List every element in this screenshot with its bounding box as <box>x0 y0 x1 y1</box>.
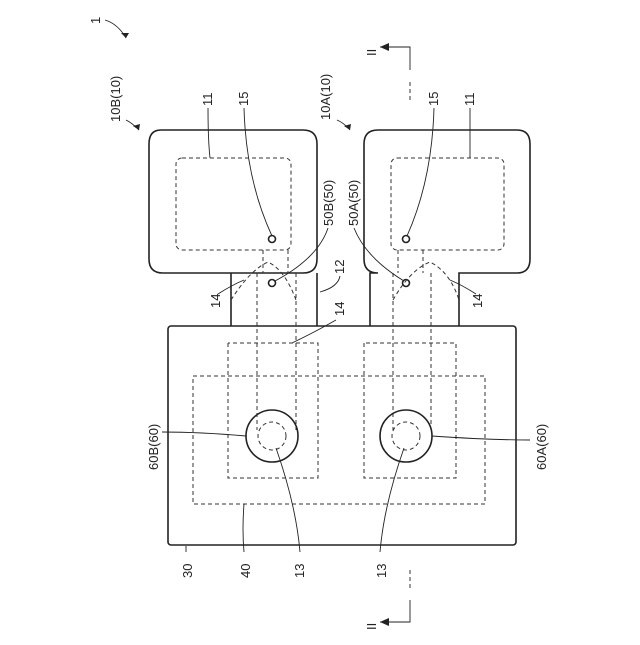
hole-15-right <box>403 236 410 243</box>
section-line-top <box>380 47 410 70</box>
frame-40 <box>193 376 485 504</box>
label-11-right: 11 <box>462 93 477 107</box>
terminal-60B <box>246 410 298 462</box>
leader-15-left <box>244 108 272 236</box>
label-40: 40 <box>238 564 253 578</box>
lead-inner-right <box>398 250 423 273</box>
leader-14-center <box>292 320 336 343</box>
hole-50B <box>269 280 276 287</box>
leader-13-right <box>380 448 404 552</box>
label-60B: 60B(60) <box>146 424 161 470</box>
section-arrow-bottom <box>380 618 389 626</box>
label-50B: 50B(50) <box>321 180 336 226</box>
base-plate-30 <box>168 326 516 545</box>
leader-13-left <box>276 448 300 552</box>
leader-12 <box>320 276 340 292</box>
ref-1: 1 <box>88 17 103 24</box>
leader-15-right <box>407 108 434 236</box>
leader-11-left <box>208 108 210 158</box>
leader-1-arrow <box>121 33 129 38</box>
label-10B: 10B(10) <box>108 76 123 122</box>
label-10A: 10A(10) <box>318 74 333 120</box>
cell-10A-outline <box>364 130 530 326</box>
leader-60B <box>162 432 246 436</box>
label-11-left: 11 <box>200 93 215 107</box>
label-12: 12 <box>332 260 347 274</box>
terminal-60A-inner <box>392 422 420 450</box>
section-label-top: II <box>364 49 379 56</box>
leader-50A <box>354 228 404 281</box>
label-14-right: 14 <box>470 294 485 308</box>
label-15-left: 15 <box>236 92 251 106</box>
section-arrow-top <box>380 43 389 51</box>
label-60A: 60A(60) <box>534 424 549 470</box>
label-14-center: 14 <box>332 302 347 316</box>
leader-1 <box>105 20 126 38</box>
leader-40 <box>243 504 244 552</box>
label-13-left: 13 <box>292 564 307 578</box>
terminal-60A <box>380 410 432 462</box>
label-15-right: 15 <box>426 92 441 106</box>
section-label-bottom: II <box>364 623 379 630</box>
label-14-left: 14 <box>208 294 223 308</box>
label-50A: 50A(50) <box>346 180 361 226</box>
label-30: 30 <box>180 564 195 578</box>
terminal-60B-inner <box>258 422 286 450</box>
lead-inner-left <box>263 250 288 273</box>
hole-15-left <box>269 236 276 243</box>
leader-14-right <box>450 280 476 294</box>
label-13-right: 13 <box>374 564 389 578</box>
section-line-bottom <box>380 600 410 622</box>
